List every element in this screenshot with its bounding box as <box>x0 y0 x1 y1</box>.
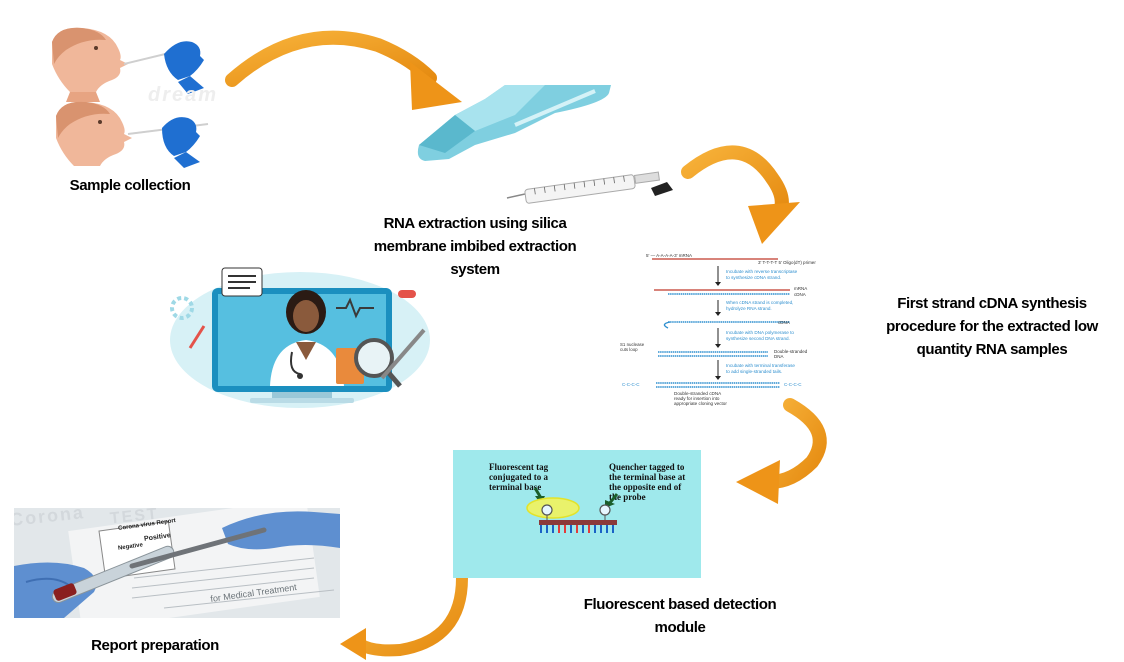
cdna-label-mrna: mRNA <box>794 286 807 291</box>
probe-strand <box>539 520 617 525</box>
spin-column-illustration <box>417 85 611 161</box>
cdna-final-line1: Double-stranded cDNA <box>674 391 722 396</box>
caption-rna-extraction-line1: RNA extraction using silica <box>383 215 567 232</box>
probe-right-label-line3: the opposite end of <box>609 482 682 492</box>
caption-cdna-line1: First strand cDNA synthesis <box>897 295 1087 312</box>
caption-rna-extraction-line3: system <box>450 261 500 278</box>
probe-right-label-line2: the terminal base at <box>609 472 685 482</box>
cdna-label-ds-line1: Double-stranded <box>774 349 808 354</box>
patient-head-bottom <box>56 101 132 166</box>
arrow-extraction-to-cdna <box>681 145 800 244</box>
cdna-final-line2: ready for insertion into <box>674 396 720 401</box>
cdna-label-cdna2: cDNA <box>778 320 790 325</box>
cdna-label-ds-line2: DNA <box>774 354 784 359</box>
magnifier-icon <box>354 338 402 388</box>
cdna-step3-line1: Incubate with DNA polymerase to <box>726 330 794 335</box>
caption-cdna-line3: quantity RNA samples <box>916 341 1068 358</box>
cdna-step2-line1: When cDNA strand is completed, <box>726 300 793 305</box>
patient-head-top <box>52 27 128 102</box>
caption-detection-line2: module <box>654 619 706 636</box>
probe-figure: Fluorescent tag conjugated to a terminal… <box>489 462 685 533</box>
cdna-step4-line2: to add single-stranded tails. <box>726 369 782 374</box>
caption-cdna-line2: procedure for the extracted low <box>886 318 1098 335</box>
probe-right-label-line1: Quencher tagged to <box>609 462 685 472</box>
probe-figure-panel <box>453 450 701 578</box>
cdna-step4-line1: Incubate with terminal transferase <box>726 363 795 368</box>
report-photo: Corona TEST Corona virus Report Positive… <box>14 508 340 618</box>
caption-rna-extraction: RNA extraction using silica membrane imb… <box>355 212 595 281</box>
fluorescence-glow <box>526 497 580 519</box>
cdna-primer: 3' T-T-T-T 5' Oligo(dT) primer <box>758 260 816 265</box>
glove-hand-top <box>164 41 204 94</box>
fluorescent-tag <box>541 504 553 516</box>
glove-hand-bottom <box>162 117 200 168</box>
cdna-s1-line1: S1 nuclease <box>620 342 645 347</box>
caption-rna-extraction-line2: membrane imbibed extraction <box>373 238 577 255</box>
swab-illustration <box>52 27 209 168</box>
cdna-synthesis-figure: 5' — A-A-A-A-3' mRNA 3' T-T-T-T 5' Oligo… <box>620 253 816 406</box>
cdna-top-strand: 5' — A-A-A-A-3' mRNA <box>646 253 692 258</box>
cdna-label-cdna: cDNA <box>794 292 806 297</box>
caption-detection-line1: Fluorescent based detection <box>583 596 777 613</box>
probe-left-label-line3: terminal base <box>489 482 541 492</box>
cdna-s1-line2: cuts loop <box>620 347 638 352</box>
caption-cdna-synthesis: First strand cDNA synthesis procedure fo… <box>866 292 1118 361</box>
caption-sample-collection: Sample collection <box>69 177 191 194</box>
cdna-step1-line2: to synthesize cDNA strand. <box>726 275 781 280</box>
cdna-tail-left: C-C-C-C <box>622 382 640 387</box>
arrow-detection-to-report <box>340 572 468 660</box>
cdna-step2-line2: hydrolyze RNA strand. <box>726 306 772 311</box>
cdna-step1-line1: Incubate with reverse transcriptase <box>726 269 798 274</box>
arrow-cdna-to-detection <box>736 398 827 504</box>
cdna-final-line3: appropriate cloning vector <box>674 401 727 406</box>
syringe-illustration <box>506 171 673 204</box>
arrow-sample-to-extraction <box>225 30 462 110</box>
probe-left-label-line2: conjugated to a <box>489 472 548 482</box>
probe-right-label-line4: the probe <box>609 492 646 502</box>
report-photo-art <box>14 508 340 618</box>
doctor-figure <box>270 290 344 386</box>
quencher-tag <box>599 504 611 516</box>
probe-left-label-line1: Fluorescent tag <box>489 462 549 472</box>
cdna-step3-line2: synthesize second DNA strand. <box>726 336 790 341</box>
cdna-tail-right: C-C-C-C <box>784 382 802 387</box>
telemedicine-illustration <box>170 267 430 408</box>
watermark: dream <box>148 84 219 106</box>
caption-report: Report preparation <box>91 637 219 654</box>
caption-detection: Fluorescent based detection module <box>560 593 800 639</box>
